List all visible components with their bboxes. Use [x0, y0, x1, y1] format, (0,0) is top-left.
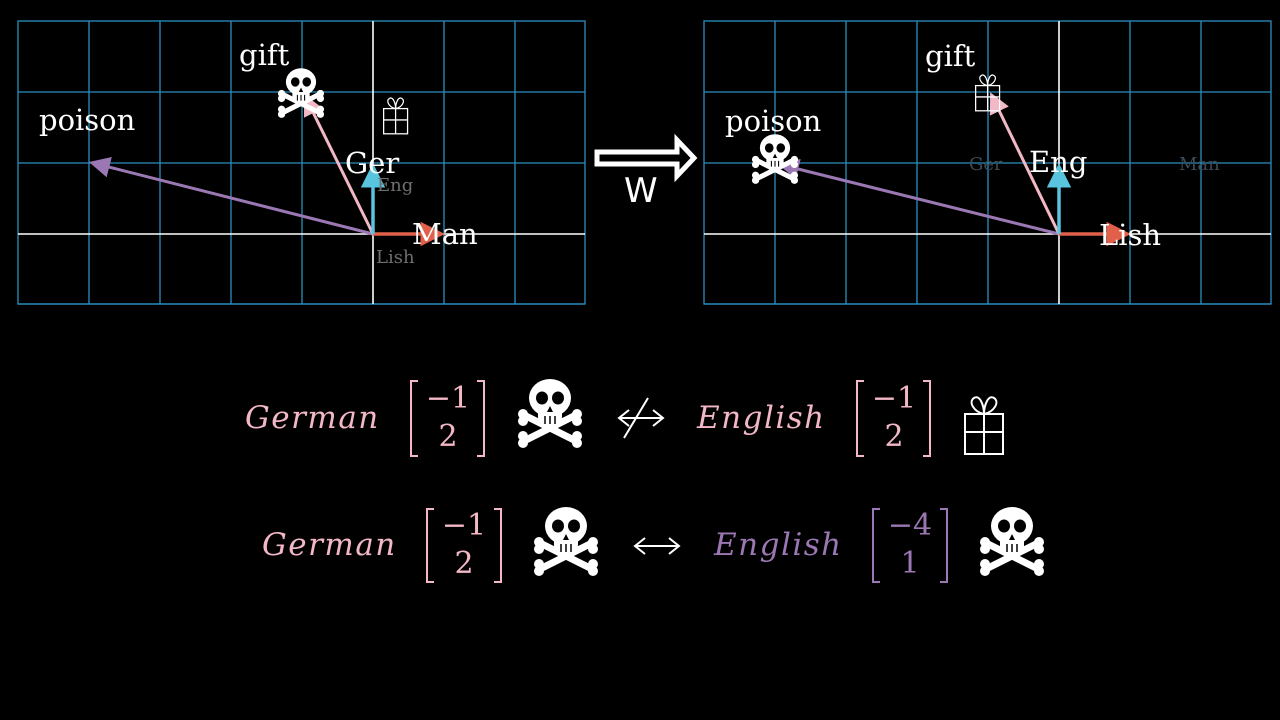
left-label-ger: Ger	[345, 146, 399, 180]
eq2-left-matrix	[426, 508, 502, 583]
left-skull-icon	[278, 68, 324, 118]
eq2-right-vector-top: −4	[888, 508, 932, 543]
transform-label: W	[624, 171, 658, 211]
eq1-right-gift-icon	[964, 396, 1004, 455]
left-gift-icon	[383, 97, 409, 135]
right-label-ger: Ger	[969, 154, 1003, 175]
right-label-eng: Eng	[1029, 145, 1087, 179]
eq1-left-skull-icon	[518, 379, 582, 448]
eq2-left-skull-icon	[534, 507, 598, 576]
not-iff-arrow-icon	[617, 397, 665, 439]
left-gift-vector	[304, 94, 375, 235]
eq2-right-word: English	[713, 527, 843, 563]
left-label-man: Man	[412, 217, 478, 251]
right-axes	[704, 21, 1271, 304]
right-label-poison: poison	[725, 104, 821, 138]
left-label-gift: gift	[239, 38, 290, 72]
eq1-left-vector-top: −1	[426, 381, 470, 416]
eq2-right-skull-icon	[980, 507, 1044, 576]
left-grid	[17, 20, 586, 305]
left-label-lish: Lish	[376, 247, 415, 268]
left-axes	[18, 21, 585, 304]
eq1-left-matrix	[410, 380, 485, 457]
right-panel: gift poison Eng Ger Man Lish	[703, 20, 1272, 305]
left-panel: gift poison Ger Eng Man Lish	[17, 20, 586, 305]
right-label-man: Man	[1179, 154, 1220, 175]
eq1-left-word: German	[245, 400, 380, 436]
eq2-left-word: German	[262, 527, 397, 563]
equation-row-1: German −1 2 English −1 2	[245, 379, 1004, 457]
eq1-right-matrix	[856, 380, 931, 457]
left-poison-vector	[88, 156, 374, 236]
eq1-left-vector-bottom: 2	[438, 419, 457, 454]
iff-arrow-icon	[633, 537, 681, 555]
eq2-right-matrix	[872, 508, 948, 583]
eq2-left-vector-top: −1	[442, 508, 486, 543]
double-arrow-icon	[594, 133, 698, 183]
eq1-right-word: English	[696, 400, 826, 436]
left-label-eng: Eng	[377, 175, 413, 196]
transform-arrow: W	[594, 133, 698, 211]
eq1-right-vector-bottom: 2	[884, 419, 903, 454]
left-label-poison: poison	[39, 103, 135, 137]
eq2-right-vector-bottom: 1	[900, 546, 919, 581]
eq2-left-vector-bottom: 2	[454, 546, 473, 581]
right-gift-vector	[989, 92, 1061, 235]
equation-row-2: German −1 2 English −4 1	[262, 507, 1044, 583]
right-label-lish: Lish	[1099, 218, 1161, 252]
right-poison-vector	[777, 158, 1060, 236]
eq1-right-vector-top: −1	[872, 381, 916, 416]
right-label-gift: gift	[925, 39, 976, 73]
